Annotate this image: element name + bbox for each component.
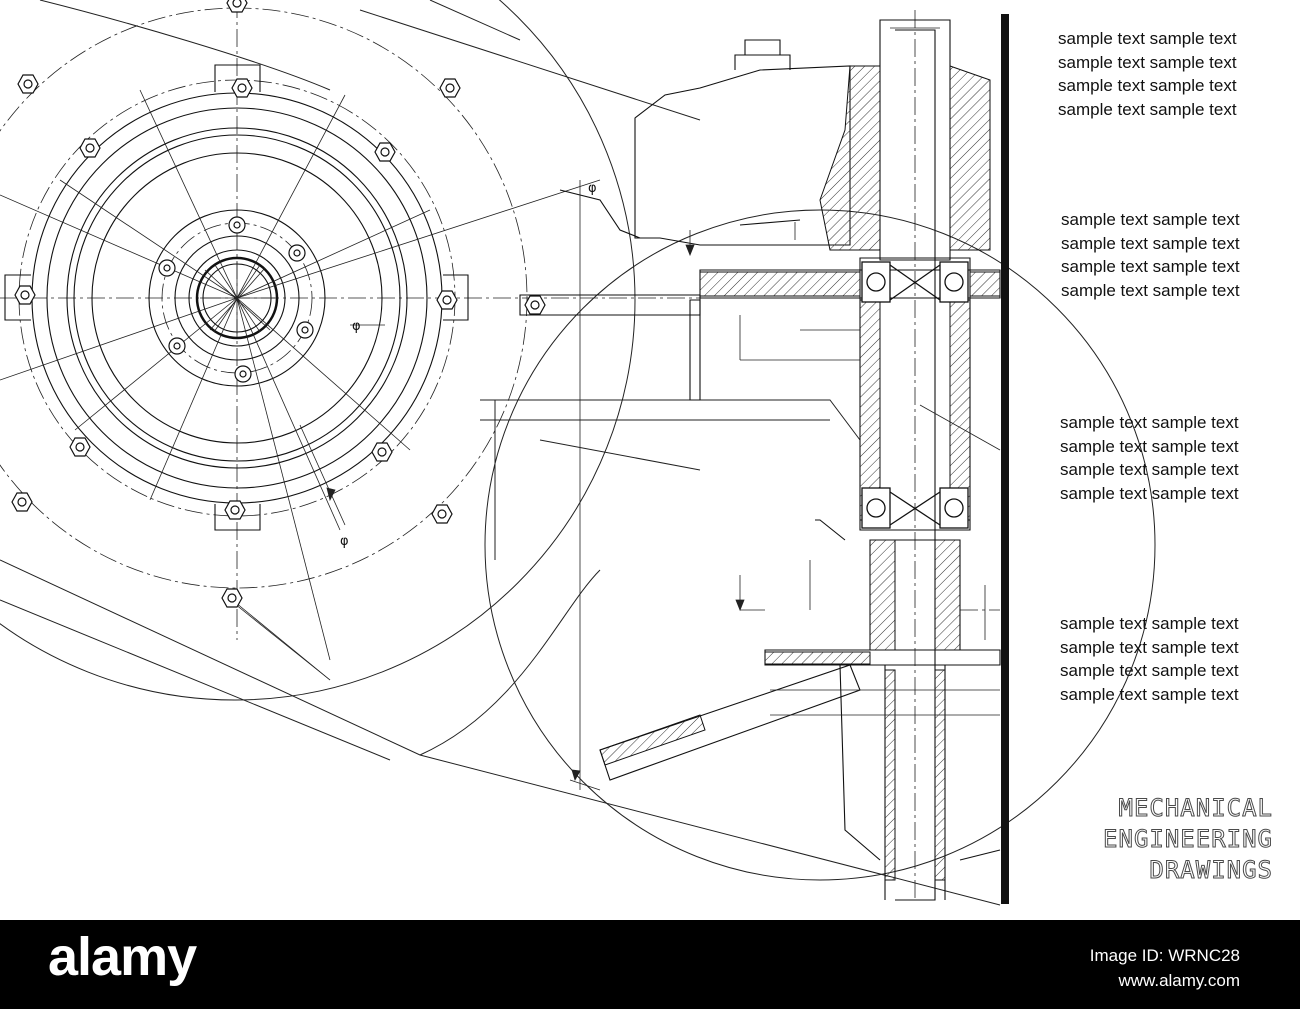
text-line: sample text sample text	[1058, 76, 1237, 95]
drawing-canvas: φ φ φ	[0, 0, 1156, 906]
drawing-title: MECHANICAL ENGINEERING DRAWINGS	[1103, 793, 1273, 886]
text-line: sample text sample text	[1058, 29, 1237, 48]
text-line: sample text sample text	[1061, 257, 1240, 276]
text-line: sample text sample text	[1061, 280, 1240, 300]
bolts	[11, 0, 546, 608]
text-line: sample text sample text	[1061, 233, 1240, 253]
text-line: sample text sample text	[1060, 684, 1239, 704]
alamy-logo: alamy	[48, 927, 197, 987]
hub	[200, 262, 275, 334]
dimension-symbol: φ	[588, 181, 597, 196]
image-id-label: Image ID: WRNC28	[1089, 946, 1240, 965]
text-line: sample text sample text	[1060, 614, 1239, 633]
dimension-symbol: φ	[340, 534, 349, 549]
flange	[4, 64, 469, 531]
housing	[519, 19, 1001, 901]
text-line: sample text sample text	[1061, 210, 1240, 229]
text-line: sample text sample text	[1058, 99, 1237, 119]
vertical-bar	[1001, 14, 1009, 904]
dimension-lines	[299, 27, 1001, 791]
text-line: sample text sample text	[1060, 460, 1239, 479]
hatched-sections	[599, 65, 1001, 881]
title-line: MECHANICAL	[1118, 794, 1273, 823]
text-block-3: sample text sample text sample text samp…	[1060, 411, 1239, 505]
text-line: sample text sample text	[1058, 52, 1237, 72]
text-block-2: sample text sample text sample text samp…	[1061, 208, 1240, 302]
site-url: www.alamy.com	[1118, 971, 1240, 990]
text-line: sample text sample text	[1060, 413, 1239, 432]
bearings	[861, 261, 969, 529]
text-block-4: sample text sample text sample text samp…	[1060, 612, 1239, 706]
watermark-footer	[0, 920, 1300, 1009]
spokes	[0, 89, 601, 681]
engineering-drawing: φ φ φ sample text sample text sample tex…	[0, 0, 1273, 906]
title-line: ENGINEERING	[1103, 825, 1273, 854]
background-arcs	[0, 0, 1156, 906]
text-block-1: sample text sample text sample text samp…	[1058, 27, 1237, 121]
text-line: sample text sample text	[1060, 436, 1239, 456]
text-line: sample text sample text	[1060, 637, 1239, 657]
title-line: DRAWINGS	[1149, 856, 1273, 885]
text-line: sample text sample text	[1060, 661, 1239, 680]
dimension-symbol: φ	[352, 319, 361, 334]
dimension-symbols: φ φ φ	[340, 181, 597, 549]
text-line: sample text sample text	[1060, 483, 1239, 503]
